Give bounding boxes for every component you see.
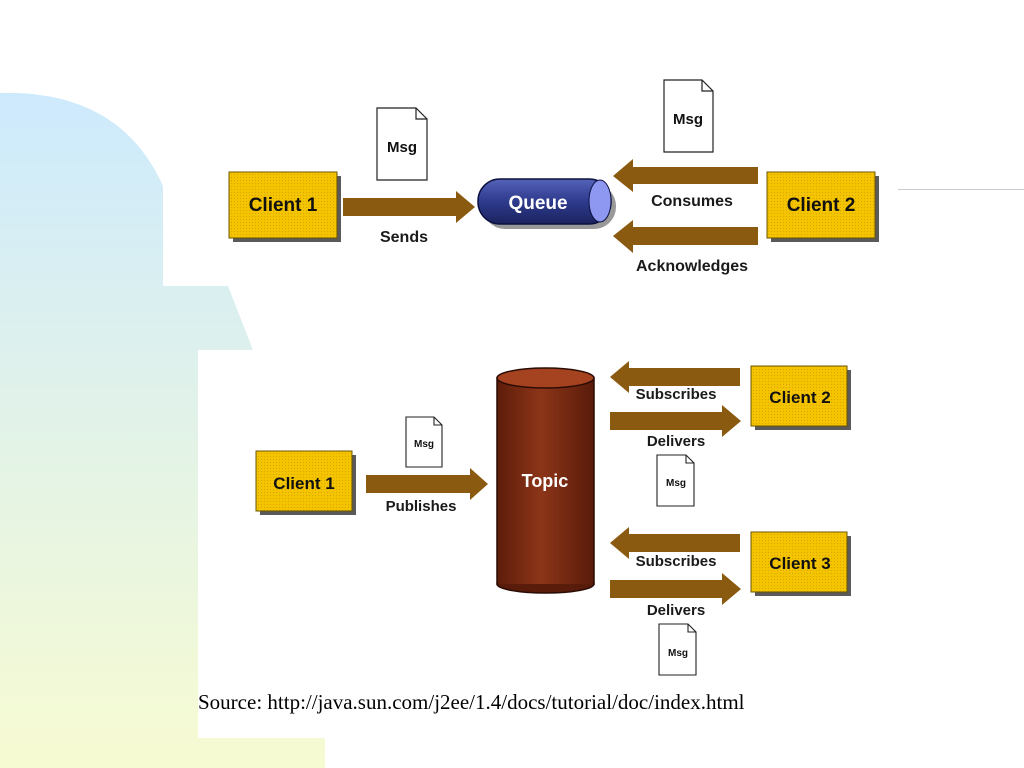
topic-msg-published-icon: Msg: [405, 416, 443, 468]
queue-client2-box: Client 2: [766, 171, 879, 242]
consumes-label: Consumes: [651, 193, 733, 210]
publish-arrow: [366, 468, 488, 500]
sends-label: Sends: [380, 229, 428, 246]
delivers-b-label: Delivers: [647, 602, 705, 619]
topic-msg-published-label: Msg: [414, 439, 434, 450]
topic-client1-box: Client 1: [255, 450, 356, 515]
queue-msg-sent-label: Msg: [387, 139, 417, 156]
queue-client1-label: Client 1: [249, 195, 318, 216]
queue-label: Queue: [508, 193, 567, 214]
topic-client1-label: Client 1: [273, 474, 334, 493]
topic-msg-delivered-a-icon: Msg: [656, 454, 695, 507]
consumes-arrow: [613, 159, 758, 192]
publishes-label: Publishes: [386, 498, 457, 515]
topic-cylinder: Topic: [496, 367, 595, 594]
topic-msg-delivered-b-icon: Msg: [658, 623, 697, 676]
delivers-a-arrow: [610, 405, 741, 437]
subscribes-b-arrow: [610, 527, 740, 559]
subscribes-a-arrow: [610, 361, 740, 393]
queue-client2-label: Client 2: [787, 195, 856, 216]
topic-label: Topic: [522, 471, 569, 491]
queue-msg-consumed-label: Msg: [673, 111, 703, 128]
delivers-a-label: Delivers: [647, 433, 705, 450]
subscribes-b-label: Subscribes: [636, 553, 717, 570]
queue-msg-sent-icon: Msg: [376, 107, 428, 181]
topic-msg-delivered-b-label: Msg: [668, 648, 688, 659]
topic-client3-label: Client 3: [769, 554, 830, 573]
acknowledges-label: Acknowledges: [636, 258, 748, 275]
queue-client1-box: Client 1: [228, 171, 341, 242]
topic-client3-box: Client 3: [750, 531, 851, 596]
subscribes-a-label: Subscribes: [636, 386, 717, 403]
topic-msg-delivered-a-label: Msg: [666, 478, 686, 489]
queue-capsule: Queue: [477, 178, 616, 229]
delivers-b-arrow: [610, 573, 741, 605]
topic-client2-label: Client 2: [769, 388, 830, 407]
queue-msg-consumed-icon: Msg: [663, 79, 714, 153]
send-arrow: [343, 191, 475, 223]
topic-client2-box: Client 2: [750, 365, 851, 430]
acknowledges-arrow: [613, 220, 758, 253]
source-citation: Source: http://java.sun.com/j2ee/1.4/doc…: [198, 690, 745, 714]
divider-line: [898, 189, 1024, 190]
